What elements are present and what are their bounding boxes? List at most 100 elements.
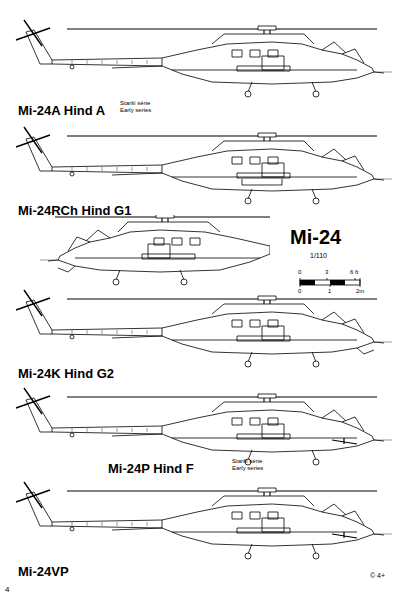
outline-stroke bbox=[58, 230, 270, 272]
outline-stroke bbox=[68, 237, 90, 251]
panel-line bbox=[117, 167, 118, 171]
wheel bbox=[313, 553, 319, 559]
outline-stroke bbox=[342, 156, 364, 170]
wheel bbox=[245, 553, 251, 559]
wheel bbox=[313, 361, 319, 367]
panel-line bbox=[87, 428, 88, 432]
variant-name: Mi-24K Hind G2 bbox=[18, 367, 114, 381]
tail-rotor bbox=[16, 388, 50, 414]
wheel bbox=[70, 433, 74, 437]
outline-stroke bbox=[212, 34, 314, 44]
outline-stroke bbox=[52, 426, 162, 434]
panel-line bbox=[87, 60, 88, 64]
variant-name: Mi-24A Hind A bbox=[18, 104, 105, 118]
outline-stroke bbox=[322, 410, 346, 421]
scale-number: 2m bbox=[356, 288, 364, 295]
outline-stroke bbox=[116, 254, 270, 280]
helicopter-side-view bbox=[16, 482, 392, 559]
rotor-hub bbox=[258, 133, 276, 137]
main-rotor bbox=[67, 136, 377, 141]
reference-line bbox=[374, 179, 392, 180]
window bbox=[250, 157, 260, 164]
window bbox=[250, 50, 260, 57]
main-rotor bbox=[67, 397, 377, 402]
outline-stroke bbox=[322, 42, 346, 53]
window bbox=[172, 238, 182, 245]
panel-line bbox=[72, 522, 73, 526]
panel-line bbox=[147, 428, 148, 432]
scale-number: 1 bbox=[328, 288, 331, 295]
wheel bbox=[70, 65, 74, 69]
outline-stroke bbox=[118, 222, 220, 232]
outline-stroke bbox=[162, 149, 374, 191]
page-number: 4 bbox=[5, 586, 9, 595]
outline-stroke bbox=[162, 410, 374, 452]
rotor-hub bbox=[258, 394, 276, 398]
wheel bbox=[70, 335, 74, 339]
panel-line bbox=[102, 60, 103, 64]
scale-number: 3 bbox=[325, 269, 328, 276]
scale-title: Mi-24 bbox=[290, 226, 341, 248]
panel-line bbox=[72, 60, 73, 64]
door bbox=[262, 518, 284, 532]
outline-stroke bbox=[342, 511, 364, 525]
helicopter-side-view bbox=[16, 20, 392, 97]
wheel bbox=[245, 361, 251, 367]
rotor-hub bbox=[258, 488, 276, 492]
outline-stroke bbox=[162, 42, 374, 84]
panel-line bbox=[117, 60, 118, 64]
window bbox=[250, 320, 260, 327]
panel-line bbox=[72, 330, 73, 334]
variant-name: Mi-24VP bbox=[18, 565, 69, 579]
panel-line bbox=[132, 60, 133, 64]
scale-number: 0 bbox=[298, 269, 301, 276]
main-rotor bbox=[67, 299, 377, 304]
window bbox=[250, 512, 260, 519]
tail-rotor bbox=[16, 127, 50, 153]
panel-line bbox=[102, 428, 103, 432]
scale-number: 0 bbox=[298, 288, 301, 295]
gun bbox=[332, 438, 357, 444]
panel-line bbox=[147, 330, 148, 334]
panel-line bbox=[87, 522, 88, 526]
panel-line bbox=[147, 60, 148, 64]
panel-line bbox=[132, 167, 133, 171]
outline-stroke bbox=[212, 304, 314, 314]
wheel bbox=[245, 198, 251, 204]
panel-line bbox=[117, 428, 118, 432]
outline-stroke bbox=[322, 312, 346, 323]
panel-line bbox=[147, 522, 148, 526]
wheel bbox=[113, 279, 119, 285]
window bbox=[232, 418, 242, 425]
pod bbox=[242, 179, 282, 185]
outline-stroke bbox=[112, 336, 316, 362]
tail-rotor bbox=[16, 20, 50, 46]
main-rotor bbox=[67, 29, 377, 34]
outline-stroke bbox=[342, 319, 364, 333]
panel-line bbox=[72, 167, 73, 171]
gun bbox=[332, 532, 357, 538]
wheel bbox=[181, 279, 187, 285]
window bbox=[232, 512, 242, 519]
outline-stroke bbox=[112, 66, 316, 92]
panel-line bbox=[102, 167, 103, 171]
helicopter-side-view bbox=[16, 127, 392, 204]
outline-stroke bbox=[212, 141, 314, 151]
outline-stroke bbox=[322, 149, 346, 160]
rotor-hub bbox=[258, 296, 276, 300]
sensor bbox=[58, 266, 75, 272]
front-half-view bbox=[40, 215, 270, 285]
panel-line bbox=[132, 522, 133, 526]
panel-line bbox=[147, 167, 148, 171]
helicopter-side-view bbox=[16, 290, 392, 367]
window bbox=[232, 320, 242, 327]
variant-name: Mi-24RCh Hind G1 bbox=[18, 204, 131, 218]
reference-line bbox=[374, 342, 392, 343]
scale-number: 6 ft bbox=[350, 269, 358, 276]
outline-stroke bbox=[52, 328, 162, 336]
wheel bbox=[70, 527, 74, 531]
outline-stroke bbox=[112, 528, 316, 554]
door bbox=[262, 326, 284, 340]
